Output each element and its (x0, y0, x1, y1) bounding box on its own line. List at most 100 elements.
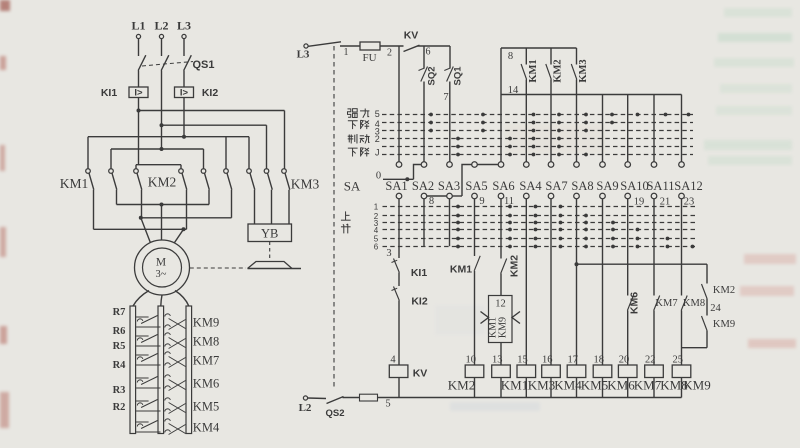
svg-text:L1: L1 (131, 19, 145, 33)
svg-text:KM7: KM7 (634, 378, 662, 393)
svg-text:6: 6 (374, 242, 379, 251)
svg-text:1: 1 (374, 202, 379, 211)
svg-text:23: 23 (684, 197, 695, 208)
svg-text:KM2: KM2 (148, 175, 177, 190)
svg-text:SA: SA (344, 179, 361, 194)
svg-text:SA9: SA9 (596, 179, 618, 193)
svg-text:SA2: SA2 (412, 179, 434, 193)
svg-text:R5: R5 (113, 341, 126, 352)
svg-text:KV: KV (413, 368, 428, 380)
svg-text:SA8: SA8 (571, 179, 593, 193)
svg-text:2: 2 (375, 134, 380, 144)
svg-text:R6: R6 (113, 326, 126, 337)
svg-text:KM2: KM2 (509, 255, 521, 277)
svg-text:KM9: KM9 (498, 317, 509, 338)
svg-text:4: 4 (374, 226, 379, 235)
svg-text:KM8: KM8 (193, 335, 219, 349)
svg-text:SA6: SA6 (492, 179, 514, 193)
svg-text:SA10: SA10 (620, 179, 648, 193)
svg-text:16: 16 (542, 355, 553, 366)
svg-text:KM1: KM1 (450, 264, 472, 276)
svg-text:3: 3 (386, 248, 391, 259)
svg-text:3: 3 (375, 126, 380, 136)
svg-text:5: 5 (374, 234, 379, 243)
svg-text:L2: L2 (299, 402, 312, 414)
svg-text:SQ2: SQ2 (427, 66, 438, 85)
svg-text:0: 0 (376, 171, 381, 182)
svg-text:KM3: KM3 (578, 59, 589, 82)
svg-text:SA3: SA3 (438, 179, 460, 193)
svg-text:SA4: SA4 (519, 179, 542, 193)
svg-text:KM3: KM3 (291, 177, 320, 192)
svg-text:KM5: KM5 (581, 378, 608, 393)
svg-text:KM9: KM9 (683, 378, 710, 393)
svg-text:KM7: KM7 (655, 298, 677, 309)
svg-text:KM2: KM2 (553, 59, 564, 82)
svg-text:KM9: KM9 (193, 316, 219, 330)
svg-text:R3: R3 (113, 385, 126, 396)
svg-text:L3: L3 (177, 19, 191, 33)
svg-text:17: 17 (568, 355, 579, 366)
svg-text:KM5: KM5 (193, 400, 219, 414)
svg-text:M: M (156, 257, 166, 269)
svg-text:8: 8 (508, 51, 513, 62)
svg-text:3: 3 (374, 219, 379, 228)
svg-text:KM8: KM8 (683, 298, 705, 309)
svg-text:SA11: SA11 (646, 179, 674, 193)
svg-text:KI2: KI2 (411, 296, 428, 308)
svg-text:11: 11 (504, 196, 514, 207)
svg-text:J: J (375, 148, 380, 158)
svg-text:14: 14 (508, 85, 519, 96)
svg-text:25: 25 (673, 355, 684, 366)
svg-text:5: 5 (385, 399, 390, 410)
svg-text:4: 4 (375, 119, 380, 129)
svg-text:9: 9 (479, 196, 484, 207)
svg-text:KM2: KM2 (713, 285, 735, 296)
svg-text:KM1: KM1 (60, 176, 89, 191)
svg-text:L3: L3 (297, 49, 310, 61)
svg-text:L2: L2 (154, 19, 168, 33)
svg-text:KM1: KM1 (528, 59, 539, 82)
svg-text:4: 4 (390, 355, 396, 366)
svg-text:KM6: KM6 (193, 377, 219, 391)
svg-text:R2: R2 (113, 402, 126, 413)
svg-text:8: 8 (429, 196, 434, 207)
svg-text:KM2: KM2 (448, 378, 475, 393)
svg-text:5: 5 (375, 109, 380, 119)
svg-text:24: 24 (710, 303, 721, 314)
svg-text:KM7: KM7 (193, 354, 219, 368)
svg-text:21: 21 (660, 197, 671, 208)
svg-text:12: 12 (495, 299, 506, 310)
svg-text:QS1: QS1 (192, 59, 214, 71)
svg-text:22: 22 (645, 355, 656, 366)
svg-text:KM9: KM9 (713, 319, 735, 330)
svg-text:KI1: KI1 (411, 267, 428, 279)
svg-text:20: 20 (619, 355, 630, 366)
svg-text:QS2: QS2 (325, 408, 344, 419)
svg-text:KM3: KM3 (528, 378, 555, 393)
svg-text:18: 18 (594, 355, 605, 366)
svg-text:2: 2 (374, 212, 379, 221)
svg-text:1: 1 (344, 47, 349, 58)
svg-text:3~: 3~ (156, 269, 167, 280)
svg-text:KM4: KM4 (554, 378, 582, 393)
svg-text:KI2: KI2 (202, 87, 219, 99)
svg-text:SA1: SA1 (385, 179, 407, 193)
svg-text:SA7: SA7 (545, 179, 567, 193)
svg-text:KM8: KM8 (660, 378, 687, 393)
svg-text:KM6: KM6 (607, 378, 635, 393)
svg-text:R7: R7 (113, 307, 126, 318)
svg-text:KV: KV (404, 30, 419, 42)
svg-text:I>: I> (180, 88, 189, 99)
svg-text:KM4: KM4 (193, 421, 220, 435)
svg-text:FU: FU (362, 52, 376, 64)
svg-text:I>: I> (134, 88, 143, 99)
svg-text:7: 7 (443, 92, 448, 103)
svg-text:6: 6 (426, 47, 431, 58)
svg-text:KM1: KM1 (501, 378, 528, 393)
svg-text:10: 10 (466, 355, 477, 366)
svg-text:2: 2 (387, 48, 392, 59)
svg-text:19: 19 (634, 197, 645, 208)
svg-text:KM6: KM6 (629, 292, 641, 314)
svg-text:KM1: KM1 (488, 317, 499, 338)
